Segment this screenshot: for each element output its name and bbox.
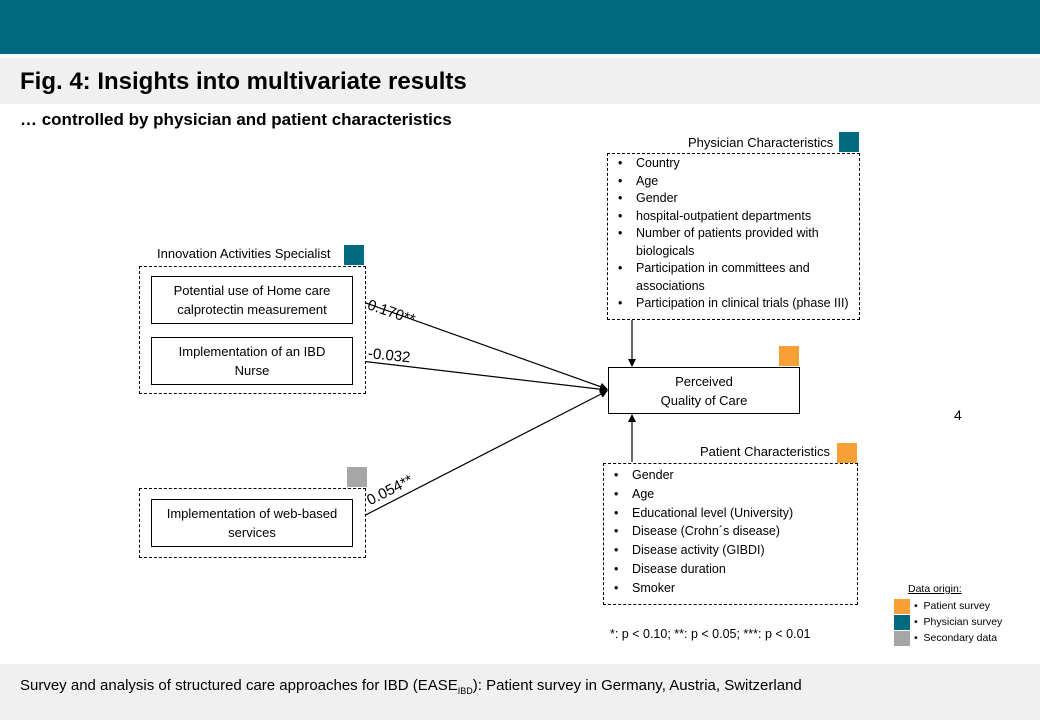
legend-label: • Patient survey [914,600,991,612]
list-item: Gender [608,190,856,208]
web-services-box: Implementation of web-based services [151,499,353,547]
top-banner [0,0,1040,54]
footer-text: Survey and analysis of structured care a… [20,677,802,696]
patient-label: Patient Characteristics [700,444,831,459]
list-item: Disease (Crohn´s disease) [604,522,854,541]
innovation-source-square [344,245,364,265]
legend-label: • Secondary data [914,632,998,644]
legend-label: • Physician survey [914,616,1003,628]
patient-source-square [837,443,857,463]
list-item: Age [608,173,856,191]
homecare-box: Potential use of Home care calprotectin … [151,276,353,324]
page-title: Fig. 4: Insights into multivariate resul… [20,68,467,95]
innovation-group-label: Innovation Activities Specialist [157,246,331,261]
coef-web: 0.054** [364,471,416,510]
legend-swatch [894,599,910,614]
patient-box: Gender Age Educational level (University… [603,463,858,605]
title-band [0,58,1040,104]
list-item: Disease duration [604,560,854,579]
list-item: Participation in clinical trials (phase … [608,295,856,313]
patient-list: Gender Age Educational level (University… [604,466,854,598]
list-item: Gender [604,466,854,485]
legend-title: Data origin: [908,583,962,595]
list-item: Disease activity (GIBDI) [604,541,854,560]
quality-of-care-box: Perceived Quality of Care [608,367,800,414]
arrow-web [351,390,608,523]
coef-nurse: -0.032 [367,345,412,367]
outcome-line1: Perceived [675,373,733,389]
page-number: 4 [954,407,962,423]
physician-source-square [839,132,859,152]
physician-list: Country Age Gender hospital-outpatient d… [608,155,856,313]
physician-box: Country Age Gender hospital-outpatient d… [607,153,860,320]
list-item: Smoker [604,579,854,598]
outcome-source-square [779,346,799,366]
page-subtitle: … controlled by physician and patient ch… [20,110,452,129]
list-item: Educational level (University) [604,504,854,523]
arrow-nurse [351,359,608,394]
list-item: Participation in committees and associat… [608,260,856,295]
outcome-line2: Quality of Care [660,392,748,408]
legend-swatch [894,615,910,630]
list-item: Age [604,485,854,504]
list-item: Number of patients provided with biologi… [608,225,856,260]
web-source-square [347,467,367,487]
ibd-nurse-box: Implementation of an IBD Nurse [151,337,353,385]
coef-homecare: 0.170** [365,296,418,329]
significance-note: *: p < 0.10; **: p < 0.05; ***: p < 0.01 [610,627,811,641]
list-item: Country [608,155,856,173]
footer-band [0,664,1040,720]
legend-swatch [894,631,910,646]
list-item: hospital-outpatient departments [608,208,856,226]
physician-label: Physician Characteristics [688,135,834,150]
